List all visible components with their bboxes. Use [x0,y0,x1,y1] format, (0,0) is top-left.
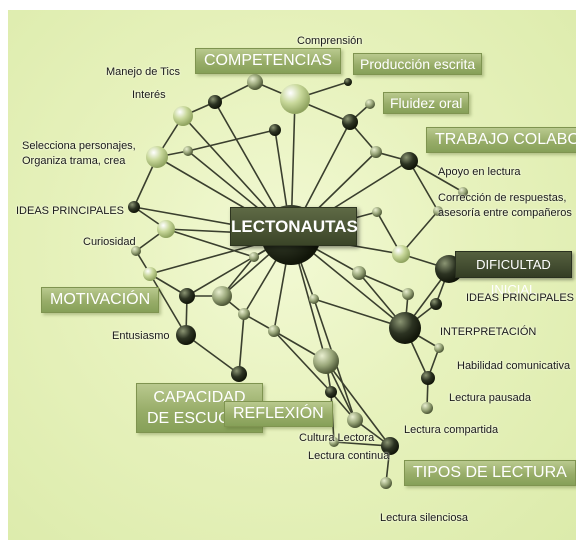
node-35 [325,386,337,398]
edge-74 [165,228,255,258]
label-lectura-pausada: Lectura pausada [449,392,531,404]
edge-45 [185,334,240,375]
label-ideas-principales-left: IDEAS PRINCIPALES [16,205,124,217]
correccion-line-1: Corrección de respuestas, [438,192,567,204]
node-15 [131,246,141,256]
label-curiosidad: Curiosidad [83,236,136,248]
node-14 [157,220,175,238]
category-dificultad-inicial: DIFICULTAD INICIAL [455,251,572,297]
label-lectura-compartida: Lectura compartida [404,424,499,436]
category-tipos-de-lectura: TIPOS DE LECTURA [404,460,576,486]
node-32 [434,343,444,353]
category-trabajo-colaborativo: TRABAJO COLABORATIVO [426,127,576,153]
category-reflexion: REFLEXIÓN [224,401,333,427]
edge-73 [325,360,391,447]
node-28 [389,312,421,344]
category-fluidez-oral: Fluidez oral [383,92,470,114]
node-30 [433,206,443,216]
node-8 [344,78,352,86]
node-22 [268,325,280,337]
label-lectura-continua: Lectura continua [308,450,390,462]
node-27 [402,288,414,300]
node-24 [309,294,319,304]
node-31 [430,298,442,310]
node-37 [381,437,399,455]
node-17 [179,288,195,304]
category-competencias: COMPETENCIAS [195,48,342,74]
node-1 [208,95,222,109]
node-34 [231,366,247,382]
node-41 [458,187,468,197]
label-apoyo-en-lectura: Apoyo en lectura [438,166,521,178]
edge-65 [273,330,332,393]
label-correccion-respuestas: Corrección de respuestas, asesoría entre… [438,191,572,221]
node-2 [173,106,193,126]
selecciona-line-1: Selecciona personajes, [22,140,136,152]
node-38 [380,477,392,489]
edge-71 [187,129,276,152]
node-16 [143,267,157,281]
central-topic: LECTONAUTAS [230,207,358,246]
label-ideas-principales-right: IDEAS PRINCIPALES [466,292,574,304]
node-33 [421,371,435,385]
node-20 [238,308,250,320]
node-9 [400,152,418,170]
label-selecciona-personajes: Selecciona personajes, Organiza trama, c… [22,139,136,169]
node-39 [329,437,339,447]
node-13 [128,201,140,213]
label-interpretacion: INTERPRETACIÓN [440,326,537,338]
label-comprension: Comprensión [297,35,363,47]
node-11 [146,146,168,168]
category-produccion-escrita: Producción escrita [353,53,483,75]
node-4 [280,84,310,114]
node-19 [249,252,259,262]
node-3 [247,74,263,90]
label-manejo-de-tics: Manejo de Tics [106,66,180,78]
node-25 [352,266,366,280]
node-5 [269,124,281,136]
node-7 [365,99,375,109]
label-lectura-silenciosa: Lectura silenciosa [380,512,469,524]
label-habilidad-comunicativa: Habilidad comunicativa [457,360,571,372]
node-40 [421,402,433,414]
label-cultura-lectora: Cultura Lectora [299,432,375,444]
edge-32 [408,160,464,193]
mind-map: COMPETENCIAS Producción escrita Fluidez … [8,10,576,540]
node-18 [212,286,232,306]
edge-67 [400,210,439,255]
selecciona-line-2: Organiza trama, crea [22,155,126,167]
node-26 [392,245,410,263]
nodes [128,74,468,489]
edge-53 [333,441,391,447]
node-6 [342,114,358,130]
edge-66 [358,272,409,295]
node-10 [370,146,382,158]
category-motivacion: MOTIVACIÓN [41,287,160,313]
node-21 [176,325,196,345]
label-entusiasmo: Entusiasmo [112,330,170,342]
label-interes: Interés [132,89,166,101]
edge-41 [149,273,187,336]
node-23 [313,348,339,374]
node-12 [183,146,193,156]
edge-72 [238,313,245,375]
node-36 [347,412,363,428]
edge-31 [408,160,439,212]
capacidad-line-1: CAPACIDAD [153,389,246,406]
node-42 [372,207,382,217]
correccion-line-2: asesoría entre compañeros [438,207,572,219]
